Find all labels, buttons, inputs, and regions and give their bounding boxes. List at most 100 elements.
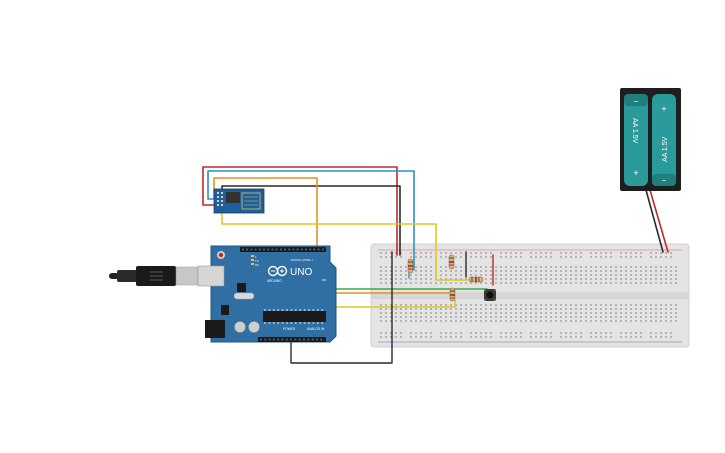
breadboard-hole xyxy=(505,312,507,314)
breadboard-hole xyxy=(610,270,612,272)
breadboard-hole xyxy=(380,266,382,268)
breadboard-hole xyxy=(440,282,442,284)
breadboard-hole xyxy=(510,304,512,306)
breadboard-hole xyxy=(510,270,512,272)
breadboard-hole xyxy=(530,312,532,314)
breadboard-hole xyxy=(410,278,412,280)
wire-yellow-esp-to-board[interactable] xyxy=(221,211,471,281)
breadboard-hole xyxy=(400,278,402,280)
digital-pins-label: DIGITAL (PWM~) xyxy=(291,258,313,262)
breadboard-hole xyxy=(535,270,537,272)
breadboard-hole xyxy=(675,270,677,272)
breadboard-hole xyxy=(385,304,387,306)
resistor-4[interactable] xyxy=(449,287,456,302)
wire-battery-red[interactable] xyxy=(649,189,669,253)
battery-pack-2xaa[interactable]: − + + − AA 1.5V AA 1.5V xyxy=(620,88,681,191)
breadboard-hole xyxy=(550,316,552,318)
breadboard-hole xyxy=(585,266,587,268)
resistor-2[interactable] xyxy=(448,254,455,270)
breadboard-hole xyxy=(615,304,617,306)
arduino-uno-board[interactable]: UNO ARDUINO DIGITAL (PWM~) POWER ANALOG … xyxy=(197,245,337,343)
breadboard-hole xyxy=(595,282,597,284)
breadboard-hole xyxy=(405,278,407,280)
breadboard-hole xyxy=(555,320,557,322)
breadboard-hole xyxy=(400,304,402,306)
breadboard-hole xyxy=(570,312,572,314)
breadboard-hole xyxy=(440,304,442,306)
header-pin xyxy=(267,248,270,251)
breadboard-hole xyxy=(450,308,452,310)
breadboard-hole xyxy=(600,308,602,310)
breadboard-hole xyxy=(565,256,567,258)
breadboard-hole xyxy=(635,312,637,314)
breadboard-hole xyxy=(415,274,417,276)
breadboard-hole xyxy=(615,320,617,322)
breadboard-hole xyxy=(535,320,537,322)
breadboard-hole xyxy=(590,274,592,276)
breadboard-hole xyxy=(630,256,632,258)
breadboard-hole xyxy=(645,278,647,280)
breadboard-hole xyxy=(535,308,537,310)
breadboard-hole xyxy=(515,304,517,306)
breadboard-hole xyxy=(550,282,552,284)
breadboard-hole xyxy=(460,266,462,268)
breadboard-hole xyxy=(500,274,502,276)
header-pin xyxy=(285,338,288,341)
breadboard-hole xyxy=(570,274,572,276)
usb-cable[interactable] xyxy=(109,266,199,286)
breadboard-hole xyxy=(595,336,597,338)
breadboard[interactable] xyxy=(370,243,690,348)
breadboard-hole xyxy=(530,304,532,306)
breadboard-hole xyxy=(655,282,657,284)
wire-battery-black[interactable] xyxy=(645,189,664,253)
breadboard-hole xyxy=(400,320,402,322)
breadboard-hole xyxy=(475,252,477,254)
esp8266-module[interactable] xyxy=(213,188,265,214)
resistor-3[interactable] xyxy=(468,276,484,283)
breadboard-hole xyxy=(600,304,602,306)
header-pin xyxy=(260,338,262,341)
breadboard-hole xyxy=(475,308,477,310)
breadboard-hole xyxy=(540,336,542,338)
resistor-1[interactable] xyxy=(407,258,414,274)
breadboard-hole xyxy=(480,336,482,338)
breadboard-hole xyxy=(485,320,487,322)
breadboard-hole xyxy=(580,270,582,272)
breadboard-hole xyxy=(430,256,432,258)
breadboard-hole xyxy=(535,266,537,268)
breadboard-hole xyxy=(630,308,632,310)
breadboard-hole xyxy=(380,312,382,314)
breadboard-hole xyxy=(625,312,627,314)
wire-red-esp-vcc[interactable] xyxy=(202,166,398,256)
breadboard-hole xyxy=(545,332,547,334)
breadboard-hole xyxy=(405,274,407,276)
breadboard-hole xyxy=(670,266,672,268)
breadboard-hole xyxy=(390,316,392,318)
battery-left-label: AA 1.5V xyxy=(631,118,638,144)
header-pin xyxy=(303,338,305,341)
breadboard-hole xyxy=(665,274,667,276)
breadboard-hole xyxy=(525,270,527,272)
breadboard-hole xyxy=(390,304,392,306)
breadboard-hole xyxy=(465,282,467,284)
wire-blue-esp-tx[interactable] xyxy=(207,170,415,271)
push-button[interactable] xyxy=(484,289,496,301)
breadboard-hole xyxy=(670,270,672,272)
breadboard-hole xyxy=(445,266,447,268)
reset-button[interactable] xyxy=(218,252,224,258)
breadboard-hole xyxy=(455,274,457,276)
breadboard-hole xyxy=(505,332,507,334)
chip-pin xyxy=(312,322,315,324)
breadboard-hole xyxy=(580,312,582,314)
breadboard-hole xyxy=(560,332,562,334)
breadboard-hole xyxy=(410,282,412,284)
wire-black-arduino-gnd[interactable] xyxy=(290,251,393,364)
breadboard-hole xyxy=(405,304,407,306)
resistors[interactable] xyxy=(407,254,484,302)
breadboard-hole xyxy=(500,266,502,268)
breadboard-hole xyxy=(485,304,487,306)
breadboard-hole xyxy=(460,278,462,280)
breadboard-hole xyxy=(640,304,642,306)
breadboard-hole xyxy=(485,336,487,338)
